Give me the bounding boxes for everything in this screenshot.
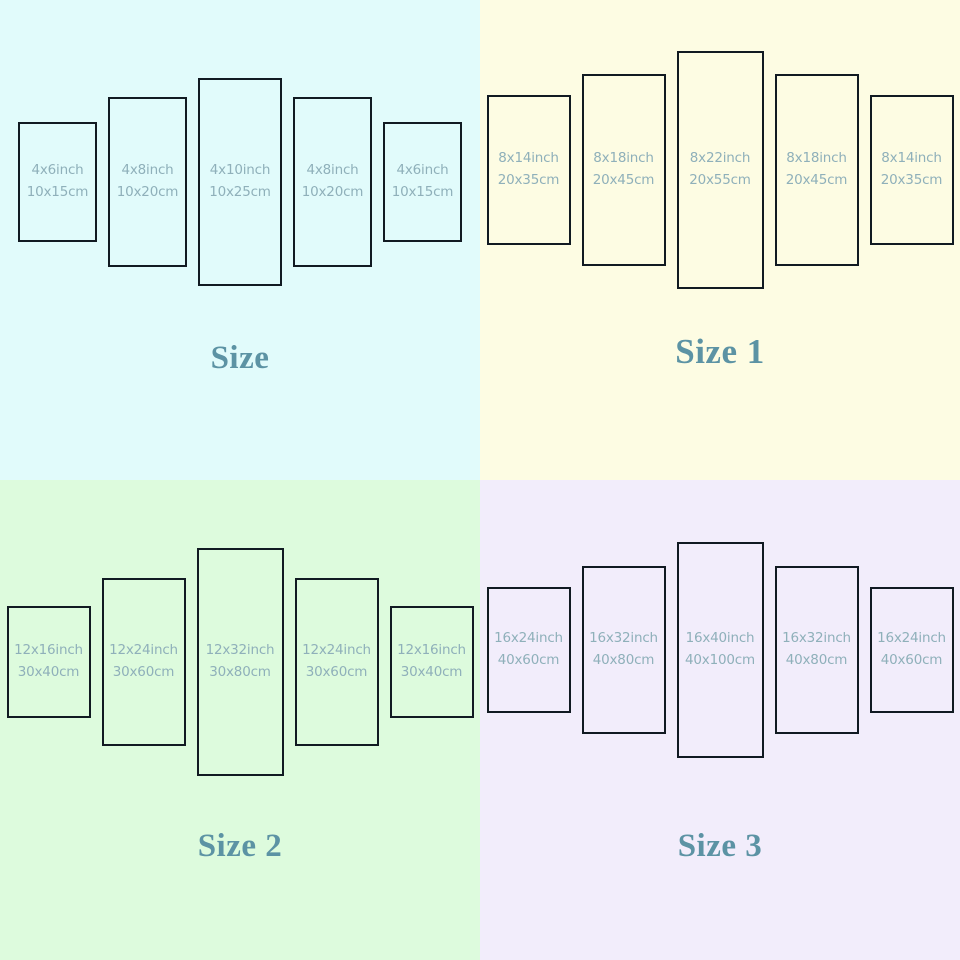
size-label-cm: 10x15cm	[26, 184, 89, 200]
size-label-cm: 20x35cm	[880, 172, 943, 188]
size-label-inch: 4x10inch	[209, 162, 271, 179]
size-chart-quadrant-size-3: 16x24inch 40x60cm 16x32inch 40x80cm 16x40inc…	[480, 480, 960, 960]
size-label-inch: 12x24inch	[109, 642, 178, 659]
size-label-inch: 12x32inch	[205, 642, 275, 659]
size-chart-quadrant-size: 4x6inch 10x15cm 4x8inch 10x20cm 4x10inch 10x2…	[0, 0, 480, 480]
size-panel: 16x32inch 40x80cm	[774, 566, 859, 734]
size-panel: 12x32inch 30x80cm	[196, 548, 284, 776]
quadrant-title: Size 1	[675, 332, 765, 371]
size-label-inch: 8x18inch	[593, 150, 654, 167]
size-label-inch: 4x6inch	[396, 162, 449, 179]
size-label-cm: 40x60cm	[497, 652, 560, 668]
size-label-cm: 30x60cm	[305, 664, 368, 680]
size-label-inch: 12x24inch	[302, 642, 371, 659]
size-label-inch: 4x6inch	[31, 162, 84, 179]
size-panel-label: 12x32inch 30x80cm	[199, 640, 282, 684]
size-panel-label: 12x24inch 30x60cm	[104, 640, 184, 684]
size-panel-label: 12x16inch 30x40cm	[392, 640, 472, 684]
size-panel-label: 4x10inch 10x25cm	[200, 160, 280, 204]
size-label-inch: 16x24inch	[877, 630, 946, 647]
size-panel: 12x24inch 30x60cm	[101, 578, 186, 746]
size-label-cm: 20x55cm	[689, 172, 751, 188]
size-panel: 16x24inch 40x60cm	[486, 587, 571, 713]
size-panel-label: 16x32inch 40x80cm	[584, 628, 664, 672]
size-panel: 4x6inch 10x15cm	[18, 122, 97, 242]
size-label-cm: 20x45cm	[785, 172, 848, 188]
size-label-inch: 12x16inch	[14, 642, 83, 659]
size-panel-label: 16x24inch 40x60cm	[489, 628, 569, 672]
size-chart-quadrant-size-1: 8x14inch 20x35cm 8x18inch 20x45cm 8x22inch 20…	[480, 0, 960, 480]
size-label-inch: 12x16inch	[397, 642, 466, 659]
size-chart-quadrant-size-2: 12x16inch 30x40cm 12x24inch 30x60cm 12x32inc…	[0, 480, 480, 960]
size-panel-label: 12x16inch 30x40cm	[9, 640, 89, 684]
size-panel: 16x40inch 40x100cm	[676, 542, 764, 758]
size-panel-label: 8x14inch 20x35cm	[489, 148, 569, 192]
size-panel-label: 8x18inch 20x45cm	[777, 148, 857, 192]
size-label-inch: 8x18inch	[786, 150, 847, 167]
size-panel: 8x22inch 20x55cm	[676, 51, 764, 289]
panel-group: 16x24inch 40x60cm 16x32inch 40x80cm 16x40inc…	[480, 535, 960, 765]
size-label-inch: 8x14inch	[498, 150, 559, 167]
size-panel: 8x14inch 20x35cm	[869, 95, 954, 245]
size-panel: 8x18inch 20x45cm	[581, 74, 666, 266]
size-panel-label: 16x32inch 40x80cm	[777, 628, 857, 672]
size-label-cm: 30x40cm	[17, 664, 80, 680]
size-label-inch: 16x32inch	[782, 630, 851, 647]
size-label-cm: 40x80cm	[592, 652, 655, 668]
size-label-cm: 10x20cm	[116, 184, 179, 200]
size-panel: 4x6inch 10x15cm	[383, 122, 462, 242]
size-panel: 12x24inch 30x60cm	[294, 578, 379, 746]
size-label-cm: 10x25cm	[209, 184, 271, 200]
size-label-inch: 4x8inch	[121, 162, 174, 179]
size-label-inch: 16x40inch	[685, 630, 755, 647]
size-label-cm: 10x15cm	[391, 184, 454, 200]
size-label-inch: 4x8inch	[306, 162, 359, 179]
size-label-cm: 30x40cm	[400, 664, 463, 680]
panel-group: 4x6inch 10x15cm 4x8inch 10x20cm 4x10inch 10x2…	[0, 67, 480, 297]
size-label-cm: 20x45cm	[592, 172, 655, 188]
size-label-cm: 40x60cm	[880, 652, 943, 668]
quadrant-title: Size	[210, 340, 270, 376]
size-panel-label: 4x8inch 10x20cm	[110, 160, 185, 204]
size-panel-label: 4x8inch 10x20cm	[295, 160, 370, 204]
size-label-cm: 10x20cm	[301, 184, 364, 200]
size-panel: 16x32inch 40x80cm	[581, 566, 666, 734]
size-panel: 12x16inch 30x40cm	[6, 606, 91, 718]
size-label-cm: 30x80cm	[209, 664, 271, 680]
size-panel: 4x10inch 10x25cm	[198, 78, 282, 286]
size-panel-label: 4x6inch 10x15cm	[20, 160, 95, 204]
size-panel: 12x16inch 30x40cm	[389, 606, 474, 718]
panel-group: 12x16inch 30x40cm 12x24inch 30x60cm 12x32inc…	[0, 547, 480, 777]
size-label-inch: 8x22inch	[689, 150, 751, 167]
size-panel-label: 8x22inch 20x55cm	[679, 148, 762, 192]
size-panel: 4x8inch 10x20cm	[108, 97, 187, 267]
size-label-cm: 40x80cm	[785, 652, 848, 668]
size-panel-label: 4x6inch 10x15cm	[385, 160, 460, 204]
size-panel: 4x8inch 10x20cm	[293, 97, 372, 267]
size-panel-label: 8x14inch 20x35cm	[872, 148, 952, 192]
panel-group: 8x14inch 20x35cm 8x18inch 20x45cm 8x22inch 20…	[480, 51, 960, 289]
size-panel-label: 8x18inch 20x45cm	[584, 148, 664, 192]
size-label-inch: 16x32inch	[589, 630, 658, 647]
quadrant-title: Size 3	[677, 828, 763, 864]
size-panel-label: 16x24inch 40x60cm	[872, 628, 952, 672]
size-label-cm: 40x100cm	[685, 652, 755, 668]
size-label-inch: 8x14inch	[881, 150, 942, 167]
size-panel-label: 16x40inch 40x100cm	[679, 628, 762, 672]
size-label-cm: 30x60cm	[112, 664, 175, 680]
size-label-cm: 20x35cm	[497, 172, 560, 188]
size-panel: 8x18inch 20x45cm	[774, 74, 859, 266]
size-panel: 8x14inch 20x35cm	[486, 95, 571, 245]
size-panel: 16x24inch 40x60cm	[869, 587, 954, 713]
size-panel-label: 12x24inch 30x60cm	[297, 640, 377, 684]
size-label-inch: 16x24inch	[494, 630, 563, 647]
quadrant-title: Size 2	[197, 828, 283, 864]
